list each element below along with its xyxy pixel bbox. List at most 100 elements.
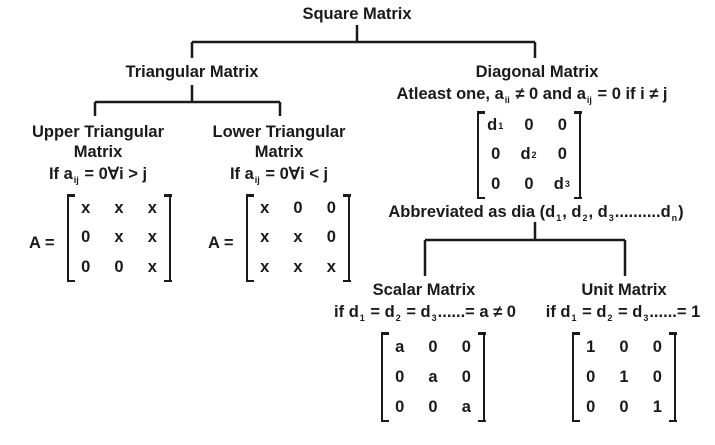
matrix-cell: 0 [652, 367, 662, 386]
matrix-cell: 0 [586, 367, 596, 386]
matrix-cell: 0 [652, 337, 662, 356]
matrix-cell: x [260, 228, 270, 247]
node-unit-matrix: Unit Matrix [581, 281, 667, 299]
matrix-cell: x [260, 199, 270, 218]
diagonal-cond-sub: ii [504, 95, 510, 105]
scalar-cond-sub: 3 [431, 313, 437, 323]
scalar-cond-part: ......= a ≠ 0 [437, 303, 516, 321]
node-scalar-matrix: Scalar Matrix [372, 281, 476, 299]
matrix-cell: 0 [428, 397, 438, 416]
matrix-cell: 0 [557, 145, 567, 164]
upper-cond-suffix: = 0∀i > j [84, 165, 148, 183]
lower-lhs: A = [208, 234, 234, 252]
matrix-cell: 0 [461, 337, 471, 356]
matrix-cell: 0 [293, 199, 303, 218]
lower-cond-sub: ij [254, 175, 260, 185]
abbr-part: ..........d [614, 203, 671, 221]
matrix-cell: x [81, 199, 91, 218]
scalar-cond-sub: 1 [359, 313, 365, 323]
diagonal-cond-part: ≠ 0 and a [515, 85, 586, 103]
node-square-matrix: Square Matrix [302, 5, 412, 23]
diagonal-abbreviation: Abbreviated as dia (d1, d2, d3..........… [388, 204, 683, 223]
bracket-serif [380, 332, 389, 335]
abbr-part: , d [588, 203, 608, 221]
bracket-serif [66, 194, 75, 197]
abbr-sub: n [671, 213, 678, 223]
diagonal-cond-part: Atleast one, a [396, 85, 504, 103]
lower-title-line1: Lower Triangular [212, 123, 346, 141]
matrix-cell: x [293, 257, 303, 276]
matrix-cell: x [114, 228, 124, 247]
bracket-serif [342, 279, 351, 282]
matrix-cell: 0 [524, 116, 534, 135]
unit-cond-sub: 3 [643, 313, 649, 323]
matrix-cell: 0 [326, 228, 336, 247]
matrix-cell: 0 [81, 257, 91, 276]
matrix-cell: 1 [652, 397, 662, 416]
bracket-serif [668, 419, 677, 422]
node-diagonal-matrix: Diagonal Matrix [475, 63, 599, 81]
scalar-cond-part: = d [370, 303, 395, 321]
matrix-cell: 0 [461, 367, 471, 386]
matrix-cell: x [114, 199, 124, 218]
matrix-cell: x [326, 257, 336, 276]
bracket-serif [476, 196, 485, 199]
abbr-part: Abbreviated as dia (d [388, 203, 556, 221]
lower-cond-suffix: = 0∀i < j [265, 165, 329, 183]
lower-title-line2: Matrix [254, 143, 304, 161]
matrix-cell: 0 [114, 257, 124, 276]
matrix-cell: 1 [586, 337, 596, 356]
matrix-cell: a [395, 337, 405, 356]
upper-title-line2: Matrix [73, 143, 123, 161]
matrix-cell: x [293, 228, 303, 247]
scalar-condition: if d1 = d2 = d3......= a ≠ 0 [334, 304, 516, 323]
diagonal-cond-part: = 0 if i ≠ j [597, 85, 668, 103]
matrix-cell: 0 [619, 337, 629, 356]
bracket-serif [571, 332, 580, 335]
matrix-cell: 0 [428, 337, 438, 356]
bracket-serif [245, 194, 254, 197]
matrix-cell: 0 [326, 199, 336, 218]
matrix-cell: x [260, 257, 270, 276]
abbr-sub: 3 [608, 213, 614, 223]
bracket-serif [477, 419, 486, 422]
bracket-serif [668, 332, 677, 335]
scalar-cond-part: if d [334, 303, 359, 321]
lower-condition: If aij = 0∀i < j [230, 166, 328, 185]
unit-cond-part: = d [618, 303, 643, 321]
bracket-serif [163, 194, 172, 197]
matrix-cell: x [147, 199, 157, 218]
matrix-cell: x [147, 228, 157, 247]
bracket-serif [573, 196, 582, 199]
abbr-part: ) [678, 203, 684, 221]
matrix-cell: 0 [557, 116, 567, 135]
bracket-serif [245, 279, 254, 282]
unit-cond-sub: 2 [607, 313, 613, 323]
bracket-serif [66, 279, 75, 282]
scalar-cond-part: = d [406, 303, 431, 321]
bracket-serif [163, 279, 172, 282]
matrix-cell: 0 [81, 228, 91, 247]
upper-cond-sub: ij [73, 175, 79, 185]
upper-title-line1: Upper Triangular [31, 123, 165, 141]
abbr-sub: 1 [556, 213, 562, 223]
unit-cond-part: ......= 1 [649, 303, 701, 321]
matrix-cell: 0 [491, 174, 501, 193]
matrix-cell: 0 [586, 397, 596, 416]
upper-cond-prefix: If a [48, 165, 73, 183]
bracket-serif [573, 111, 582, 114]
diagonal-cond-sub: ij [586, 95, 592, 105]
unit-cond-part: if d [545, 303, 571, 321]
bracket-serif [380, 419, 389, 422]
bracket-serif [477, 332, 486, 335]
